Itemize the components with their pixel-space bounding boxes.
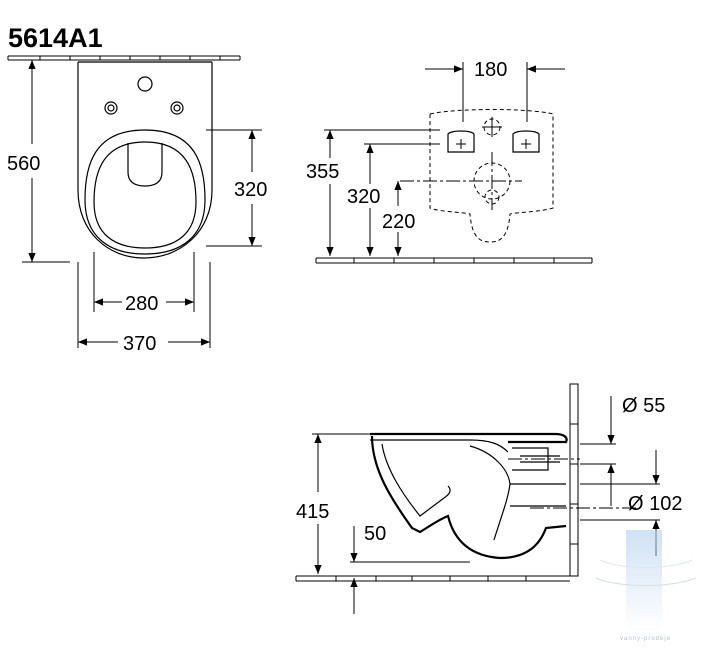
wall-view: 180 355 320 220 — [306, 59, 593, 264]
mount-pad-left — [447, 130, 475, 153]
dim-inner-width-label: 280 — [125, 293, 158, 315]
model-title: 5614A1 — [8, 23, 103, 53]
bowl-shell — [370, 435, 567, 560]
bowl-outline — [77, 62, 213, 259]
side-view: 415 50 Ø 55 Ø 102 — [295, 383, 682, 614]
dim-floor-clear-label: 50 — [364, 523, 386, 545]
watermark-logo: vanny-prodeje — [595, 530, 697, 642]
dim-320-label: 320 — [347, 186, 380, 208]
dim-355-label: 355 — [306, 161, 339, 183]
cistern-hole — [137, 76, 153, 92]
dim-220-label: 220 — [382, 211, 415, 233]
dim-outer-width-label: 370 — [123, 333, 156, 355]
dim-depth-label: 560 — [7, 153, 40, 175]
wall-band — [7, 55, 241, 61]
dim-outlet-label: Ø 102 — [628, 493, 682, 515]
watermark-text: vanny-prodeje — [620, 636, 671, 642]
dim-seat-label: 320 — [234, 179, 267, 201]
seat-top — [370, 432, 568, 444]
floor-band — [315, 257, 593, 264]
dim-inlet-label: Ø 55 — [622, 395, 665, 417]
seat-outline — [84, 129, 206, 255]
dim-bolt-spacing-label: 180 — [474, 59, 507, 81]
ceramic-outline — [429, 109, 554, 243]
side-floor-band — [295, 575, 570, 582]
wall-segments — [569, 383, 579, 577]
dim-height-label: 415 — [296, 501, 329, 523]
top-view: 560 320 280 370 — [7, 55, 267, 355]
mount-pad-right — [512, 130, 540, 153]
